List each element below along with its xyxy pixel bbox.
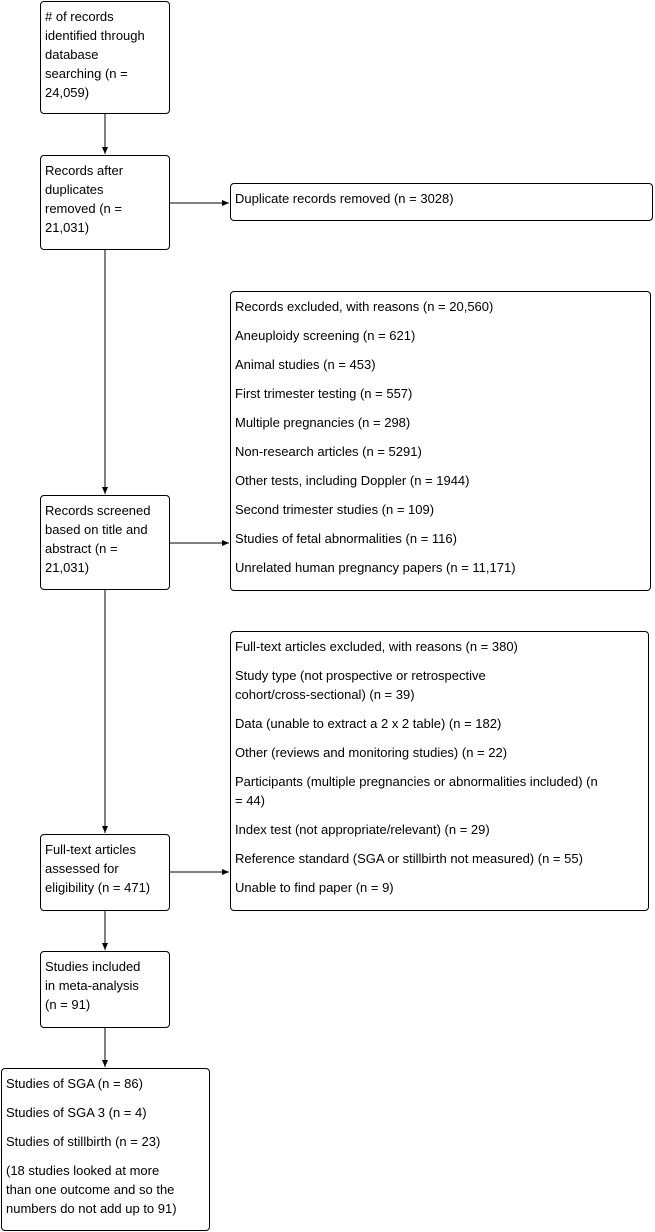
excluded-item: Unrelated human pregnancy papers (n = 11… <box>235 560 516 575</box>
outcome-note-line: than one outcome and so the <box>6 1182 175 1197</box>
after-duplicates-line: removed (n = <box>45 201 122 216</box>
included-line: Studies included <box>45 959 141 974</box>
excluded-item: Second trimester studies (n = 109) <box>235 502 435 517</box>
excluded-item: Records excluded, with reasons (n = 20,5… <box>235 299 494 314</box>
fulltext-excluded-item: Reference standard (SGA or stillbirth no… <box>235 851 583 866</box>
excluded-item: First trimester testing (n = 557) <box>235 386 413 401</box>
excluded-item: Aneuploidy screening (n = 621) <box>235 328 416 343</box>
outcome-note: (18 studies looked at more than one outc… <box>6 1161 205 1218</box>
identified-line: 24,059) <box>45 85 90 100</box>
after-duplicates-box: Records after duplicates removed (n = 21… <box>40 155 170 250</box>
excluded-item: Other tests, including Doppler (n = 1944… <box>235 473 470 488</box>
identified-line: # of records <box>45 9 114 24</box>
fulltext-excluded-item: Index test (not appropriate/relevant) (n… <box>235 822 490 837</box>
fulltext-excluded-item: Other (reviews and monitoring studies) (… <box>235 745 508 760</box>
excluded-item: Non-research articles (n = 5291) <box>235 444 422 459</box>
outcomes-box: Studies of SGA (n = 86) Studies of SGA 3… <box>1 1068 210 1231</box>
fulltext-excluded-item: Study type (not prospective or retrospec… <box>235 666 644 704</box>
fulltext-excluded-item: Participants (multiple pregnancies or ab… <box>235 772 644 810</box>
fulltext-excluded-item-line: cohort/cross-sectional) (n = 39) <box>235 687 415 702</box>
included-line: in meta-analysis <box>45 978 139 993</box>
outcome-note-line: numbers do not add up to 91) <box>6 1201 177 1216</box>
fulltext-box: Full-text articles assessed for eligibil… <box>40 834 170 911</box>
fulltext-line: eligibility (n = 471) <box>45 880 151 895</box>
fulltext-line: assessed for <box>45 861 119 876</box>
fulltext-excluded-item: Full-text articles excluded, with reason… <box>235 639 518 654</box>
screened-line: Records screened <box>45 503 151 518</box>
fulltext-excluded-item-line: Participants (multiple pregnancies or ab… <box>235 774 598 789</box>
fulltext-excluded-item-line: Study type (not prospective or retrospec… <box>235 668 486 683</box>
outcome-item: Studies of SGA 3 (n = 4) <box>6 1105 147 1120</box>
outcome-item: Studies of SGA (n = 86) <box>6 1076 143 1091</box>
excluded-item: Animal studies (n = 453) <box>235 357 376 372</box>
screened-line: based on title and <box>45 522 148 537</box>
after-duplicates-line: Records after <box>45 163 124 178</box>
identified-line: identified through <box>45 28 145 43</box>
screened-box: Records screened based on title and abst… <box>40 495 170 590</box>
excluded-item: Studies of fetal abnormalities (n = 116) <box>235 531 457 546</box>
records-excluded-box: Records excluded, with reasons (n = 20,5… <box>230 291 651 591</box>
identified-line: database <box>45 47 99 62</box>
included-box: Studies included in meta-analysis (n = 9… <box>40 951 170 1028</box>
screened-line: 21,031) <box>45 560 90 575</box>
fulltext-excluded-item: Unable to find paper (n = 9) <box>235 880 394 895</box>
fulltext-line: Full-text articles <box>45 842 137 857</box>
duplicates-removed-text: Duplicate records removed (n = 3028) <box>235 191 454 206</box>
fulltext-excluded-item: Data (unable to extract a 2 x 2 table) (… <box>235 716 502 731</box>
included-line: (n = 91) <box>45 997 91 1012</box>
identified-line: searching (n = <box>45 66 128 81</box>
outcome-item: Studies of stillbirth (n = 23) <box>6 1134 161 1149</box>
fulltext-excluded-box: Full-text articles excluded, with reason… <box>230 631 649 911</box>
after-duplicates-line: 21,031) <box>45 220 90 235</box>
after-duplicates-line: duplicates <box>45 182 104 197</box>
identified-box: # of records identified through database… <box>40 1 170 114</box>
duplicates-removed-box: Duplicate records removed (n = 3028) <box>230 183 653 221</box>
outcome-note-line: (18 studies looked at more <box>6 1163 160 1178</box>
excluded-item: Multiple pregnancies (n = 298) <box>235 415 411 430</box>
fulltext-excluded-item-line: = 44) <box>235 793 265 808</box>
screened-line: abstract (n = <box>45 541 118 556</box>
